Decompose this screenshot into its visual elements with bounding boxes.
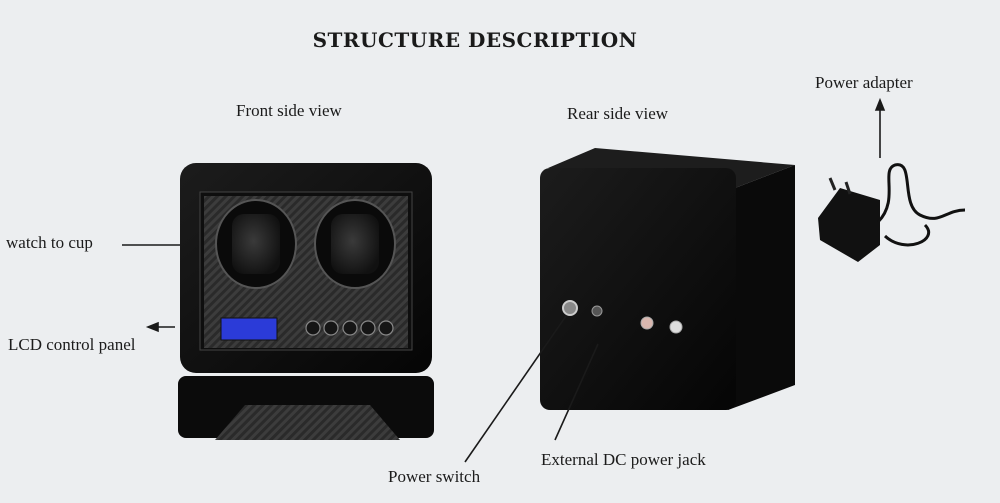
front-view-label: Front side view	[236, 101, 342, 120]
power-adapter-label: Power adapter	[815, 73, 913, 92]
rear-winder	[540, 148, 795, 410]
power-switch-part	[562, 300, 578, 316]
control-buttons	[305, 320, 394, 336]
lcd-screen	[220, 317, 278, 341]
lcd-panel-label: LCD control panel	[8, 335, 136, 354]
dc-jack-label: External DC power jack	[541, 450, 706, 469]
rear-view-label: Rear side view	[567, 104, 669, 123]
dc-jack-part	[591, 305, 603, 317]
left-watch-cup	[215, 199, 297, 289]
front-winder	[178, 163, 434, 440]
power-switch-label: Power switch	[388, 467, 481, 486]
power-adapter	[818, 163, 966, 262]
watch-to-cup-label: watch to cup	[6, 233, 93, 252]
right-watch-cup	[314, 199, 396, 289]
page-title: STRUCTURE DESCRIPTION	[312, 28, 638, 52]
